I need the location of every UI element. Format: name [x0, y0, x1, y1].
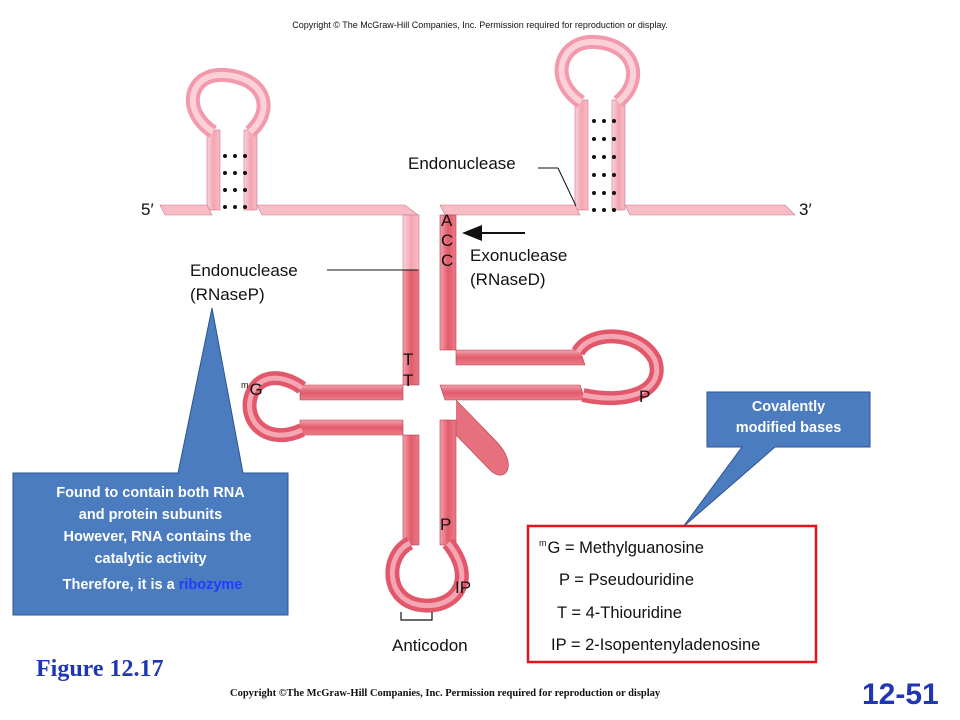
anticodon-bracket — [400, 612, 433, 621]
legend-row-ip: IP = 2-Isopentenyladenosine — [551, 636, 761, 654]
acceptor-stem-3 — [439, 214, 457, 351]
copyright-top: Copyright © The McGraw-Hill Companies, I… — [292, 20, 668, 30]
t-arm — [439, 329, 664, 406]
d-loop-arm — [242, 371, 404, 443]
d-arm — [185, 67, 271, 211]
endonuclease-rnasep-label: Endonuclease — [190, 261, 298, 280]
precursor-strand-right — [439, 204, 581, 216]
base-ip: IP — [455, 578, 472, 597]
endonuclease-top-label: Endonuclease — [408, 154, 516, 173]
base-p-anticodon: P — [440, 515, 452, 534]
base-c2: C — [441, 251, 454, 270]
variable-loop — [455, 399, 509, 476]
ribozyme-word: ribozyme — [178, 577, 243, 593]
rnased-label: (RNaseD) — [470, 270, 546, 289]
base-p-right: P — [639, 387, 651, 406]
callout-left-text: Found to contain both RNA and protein su… — [56, 485, 252, 593]
callout-left-shape — [12, 307, 289, 616]
exonuclease-label: Exonuclease — [470, 246, 568, 265]
figure-label: Figure 12.17 — [36, 656, 164, 682]
base-t2: T — [403, 371, 414, 390]
callout-right-shape — [682, 391, 871, 528]
base-mg: mG — [241, 380, 263, 399]
callout-right-text: Covalently modified bases — [735, 399, 842, 436]
legend-row-t: T = 4-Thiouridine — [557, 604, 682, 622]
exonuclease-arrow — [462, 225, 525, 241]
base-c1: C — [441, 231, 454, 250]
leader-segment — [402, 214, 420, 271]
rnasep-label: (RNaseP) — [190, 285, 265, 304]
legend-row-mg: mG = Methylguanosine — [539, 538, 704, 557]
slide-number: 12-51 — [862, 678, 939, 711]
base-t1: T — [403, 350, 414, 369]
copyright-bottom: Copyright ©The McGraw-Hill Companies, In… — [230, 688, 661, 699]
base-a: A — [441, 211, 453, 230]
legend-row-p: P = Pseudouridine — [559, 571, 695, 589]
three-prime-label: 3′ — [799, 200, 812, 219]
five-prime-label: 5′ — [141, 200, 154, 219]
precursor-strand-left — [159, 204, 213, 216]
legend-box — [526, 524, 818, 664]
anticodon-label: Anticodon — [392, 636, 468, 655]
anticodon-stem-left — [402, 434, 420, 546]
trailer-hairpin — [554, 35, 641, 212]
